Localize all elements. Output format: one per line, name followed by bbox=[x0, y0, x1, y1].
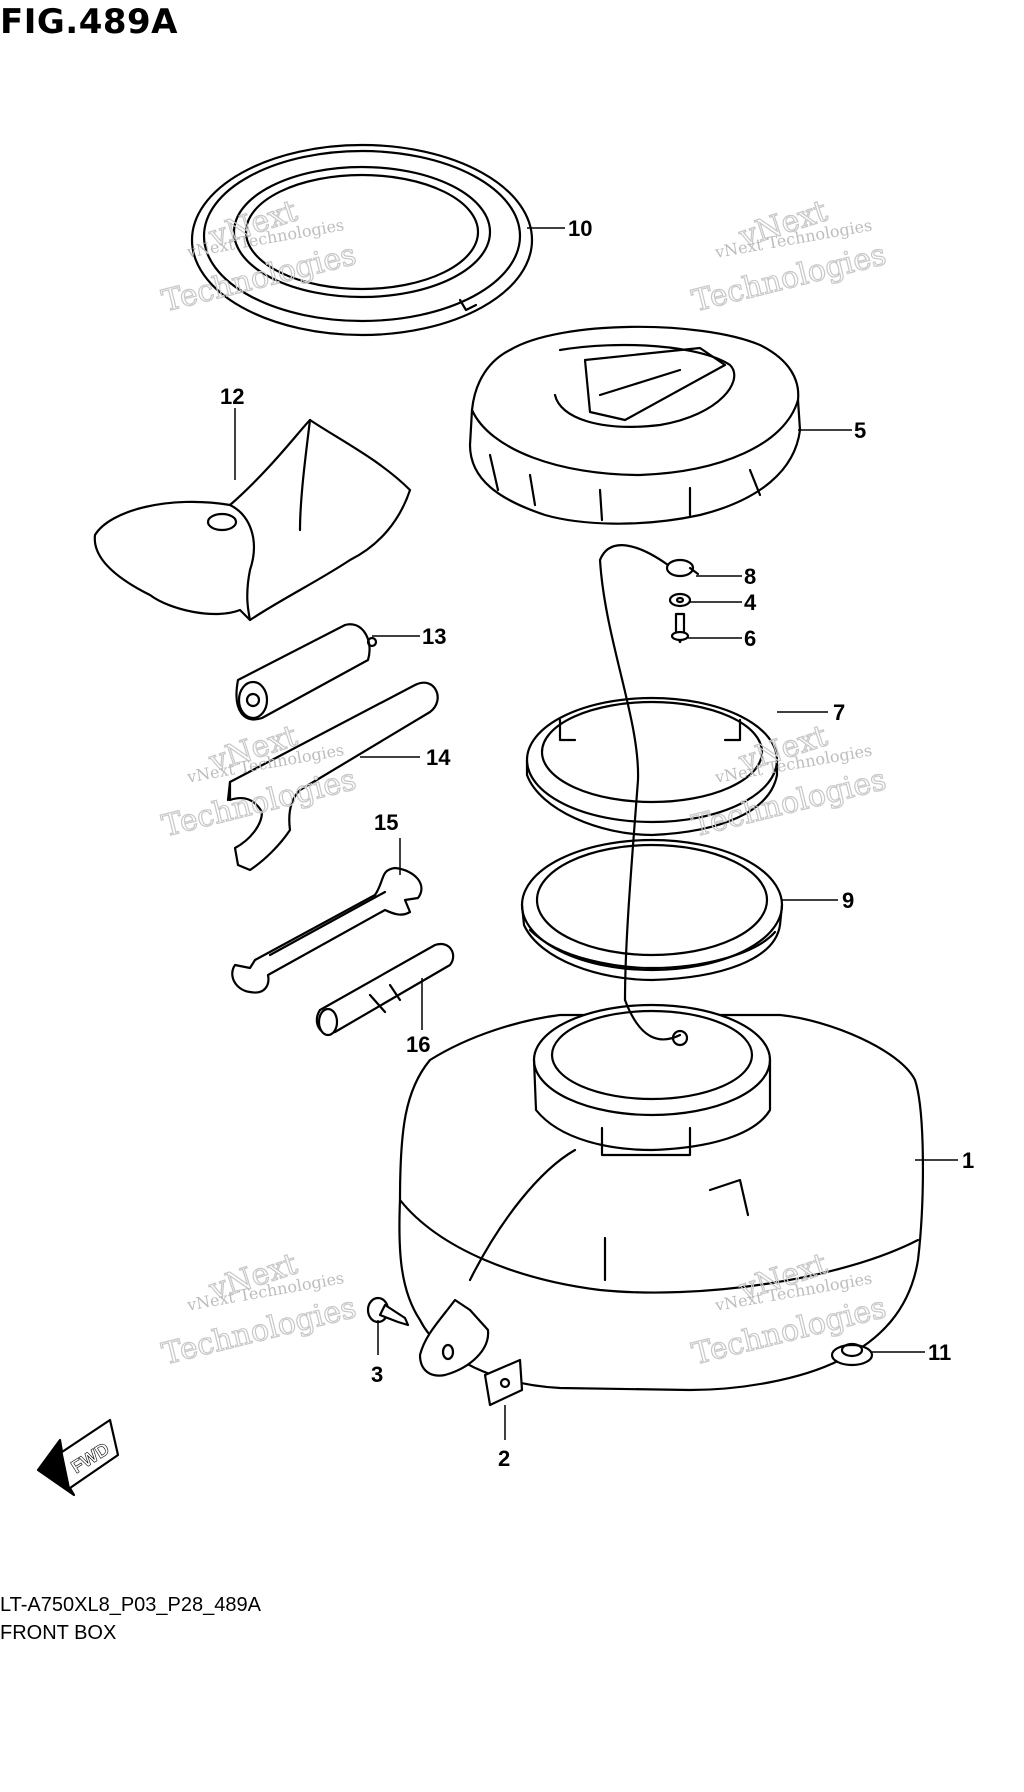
watermark-top-right: vNext vNext Technologies Technologies bbox=[688, 193, 890, 320]
callout-1: 1 bbox=[962, 1148, 974, 1173]
callout-2: 2 bbox=[498, 1446, 510, 1471]
callouts: 10 5 12 8 4 6 13 7 14 15 9 16 1 11 3 2 bbox=[220, 216, 974, 1471]
watermark-bottom-left: vNext vNext Technologies Technologies bbox=[158, 1246, 360, 1373]
part-7-ring bbox=[525, 696, 779, 837]
callout-13: 13 bbox=[422, 624, 446, 649]
part-6-screw bbox=[670, 612, 690, 644]
callout-12: 12 bbox=[220, 384, 244, 409]
callout-9: 9 bbox=[842, 888, 854, 913]
callout-15: 15 bbox=[374, 810, 398, 835]
part-13-tube bbox=[235, 623, 378, 721]
callout-16: 16 bbox=[406, 1032, 430, 1057]
callout-6: 6 bbox=[744, 626, 756, 651]
figure-code: LT-A750XL8_P03_P28_489A bbox=[0, 1594, 261, 1616]
part-15-wrench bbox=[231, 866, 423, 994]
part-10-gasket bbox=[190, 143, 534, 337]
callout-14: 14 bbox=[426, 745, 451, 770]
callout-8: 8 bbox=[744, 564, 756, 589]
part-5-lid bbox=[468, 325, 802, 525]
part-2-clip bbox=[483, 1358, 524, 1407]
callout-3: 3 bbox=[371, 1362, 383, 1387]
watermark-mid-right: vNext vNext Technologies Technologies bbox=[688, 718, 890, 845]
leader-lines bbox=[234, 227, 958, 1440]
figure-title: FIG.489A bbox=[0, 2, 178, 42]
callout-11: 11 bbox=[928, 1340, 951, 1365]
callout-7: 7 bbox=[833, 700, 845, 725]
part-1-front-box bbox=[398, 998, 925, 1392]
part-16-socket bbox=[315, 942, 455, 1037]
part-8-bracket bbox=[665, 558, 700, 578]
callout-10: 10 bbox=[568, 216, 592, 241]
fwd-direction-arrow: FWD bbox=[36, 1418, 120, 1497]
part-3-screw bbox=[366, 1296, 410, 1327]
part-11-grommet bbox=[830, 1342, 874, 1367]
part-14-spanner-wrench bbox=[226, 681, 439, 872]
tether-strap bbox=[598, 544, 670, 1002]
callout-4: 4 bbox=[744, 590, 757, 615]
part-9-seal bbox=[520, 838, 784, 982]
part-4-washer bbox=[668, 592, 692, 608]
callout-5: 5 bbox=[854, 418, 866, 443]
figure-name: FRONT BOX bbox=[0, 1622, 117, 1644]
part-12-tool-pouch bbox=[93, 418, 412, 622]
